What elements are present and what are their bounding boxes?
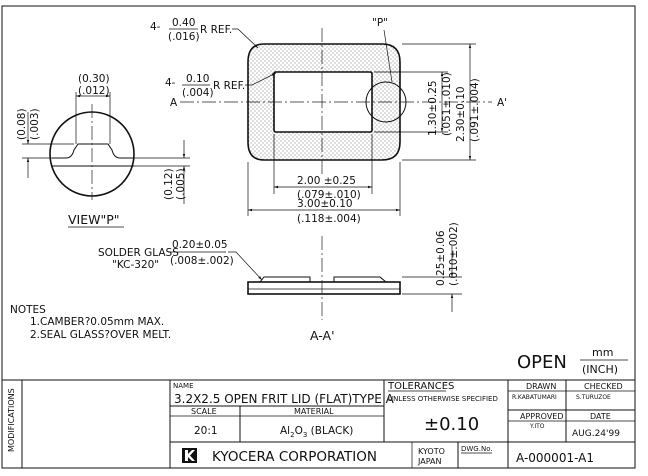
note-1: 1.CAMBER?0.05mm MAX. xyxy=(30,316,164,328)
solder-glass-type: "KC-320" xyxy=(112,259,159,271)
modifications-label: MODIFICATIONS xyxy=(7,388,16,452)
detail-p-circle xyxy=(365,81,407,123)
detail-view-p: (0.30) (.012) (0.08) (.003) (0.12) (.005… xyxy=(16,73,190,228)
solder-thickness-inch: (.008±.002) xyxy=(170,255,234,267)
detail-h1-inch: (.003) xyxy=(29,108,41,140)
dwg-header: DWG.No. xyxy=(461,445,493,453)
open-label: OPEN xyxy=(517,352,567,373)
detail-h1-mm: (0.08) xyxy=(16,108,28,140)
detail-h2-mm: (0.12) xyxy=(163,168,175,200)
drawing-number: A-000001-A1 xyxy=(516,451,594,465)
outer-height-mm: 2.30±0.10 xyxy=(455,86,467,142)
approved-value: Y.ITO xyxy=(529,423,545,430)
thickness-mm: 0.25±0.06 xyxy=(435,230,447,286)
outer-height-inch: (.091±.004) xyxy=(469,78,481,142)
notes: NOTES 1.CAMBER?0.05mm MAX. 2.SEAL GLASS?… xyxy=(10,304,171,341)
date-value: AUG.24'99 xyxy=(572,429,620,439)
tolerances-sub: UNLESS OTHERWISE SPECIFIED xyxy=(388,395,498,403)
scale-header: SCALE xyxy=(191,407,217,416)
detail-p-leader xyxy=(383,29,393,83)
location-country: JAPAN xyxy=(417,457,441,466)
notes-title: NOTES xyxy=(10,304,46,316)
detail-p-mark: "P" xyxy=(372,17,388,29)
top-view: "P" A A' 4- 0.40 (.016) R REF. 4- 0.10 (… xyxy=(150,17,507,225)
part-name: 3.2X2.5 OPEN FRIT LID (FLAT)TYPE A xyxy=(174,392,395,406)
inner-height-mm: 1.30±0.25 xyxy=(427,80,439,136)
sheet-border xyxy=(1,5,636,469)
detail-profile-top xyxy=(52,143,134,159)
checked-header: CHECKED xyxy=(584,382,623,391)
inner-radius-ref: R REF. xyxy=(213,80,245,92)
solder-glass-label: SOLDER GLASS xyxy=(98,247,179,259)
section-view: SOLDER GLASS "KC-320" 0.20±0.05 (.008±.0… xyxy=(98,222,462,343)
name-header: NAME xyxy=(173,382,194,390)
outer-radius-value: 0.40 xyxy=(172,17,195,29)
tolerances-header: TOLERANCES xyxy=(387,381,454,392)
section-mark-left: A xyxy=(170,97,178,109)
outer-width-mm: 3.00±0.10 xyxy=(297,198,353,210)
inner-width-mm: 2.00 ±0.25 xyxy=(297,175,356,187)
scale-value: 20:1 xyxy=(194,425,218,437)
material-header: MATERIAL xyxy=(294,407,334,416)
outer-radius-ref: R REF. xyxy=(200,24,232,36)
solder-leader xyxy=(228,251,263,281)
unit-inch: (INCH) xyxy=(582,363,618,376)
outer-width-inch: (.118±.004) xyxy=(297,213,361,225)
inner-radius-inch: (.004) xyxy=(182,87,214,99)
thickness-inch: (.010±.002) xyxy=(448,222,460,286)
detail-width-mm: (0.30) xyxy=(78,73,110,85)
kyocera-logo xyxy=(182,448,197,463)
inner-width-inch: (.079±.010) xyxy=(297,189,361,201)
inner-height-inch: (.051±.010) xyxy=(441,72,453,136)
date-header: DATE xyxy=(590,412,611,421)
checked-value: S.TURUZOE xyxy=(576,394,611,401)
drawn-value: R.KABATUMARI xyxy=(512,394,557,401)
location-city: KYOTO xyxy=(418,447,445,456)
note-2: 2.SEAL GLASS?OVER MELT. xyxy=(30,329,171,341)
inner-radius-value: 0.10 xyxy=(186,73,209,85)
company-name: KYOCERA CORPORATION xyxy=(212,449,377,465)
section-title: A-A' xyxy=(310,328,335,343)
view-p-label: VIEW"P" xyxy=(68,212,120,227)
detail-h2-inch: (.005) xyxy=(175,168,187,200)
inner-radius-prefix: 4- xyxy=(165,77,176,89)
unit-mm: mm xyxy=(592,346,613,359)
outer-radius-leader xyxy=(232,28,259,49)
section-mark-right: A' xyxy=(497,97,507,109)
material-value: Al2O3 (BLACK) xyxy=(280,425,353,439)
inner-radius-leader xyxy=(245,72,277,86)
section-body xyxy=(247,281,401,295)
solder-thickness-mm: 0.20±0.05 xyxy=(172,239,228,251)
tolerance-value: ±0.10 xyxy=(424,414,479,435)
drawn-header: DRAWN xyxy=(526,382,556,391)
detail-width-inch: (.012) xyxy=(78,85,110,97)
outer-radius-inch: (.016) xyxy=(168,31,200,43)
title-block: MODIFICATIONS NAME 3.2X2.5 OPEN FRIT LID… xyxy=(2,379,635,468)
approved-header: APPROVED xyxy=(520,412,564,421)
outer-radius-prefix: 4- xyxy=(150,21,161,33)
